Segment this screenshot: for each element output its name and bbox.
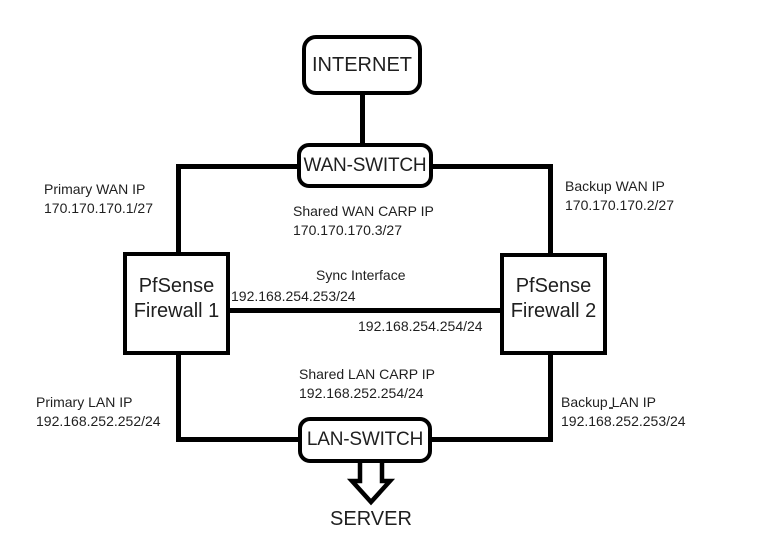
link-wanswitch-fw2-vertical — [548, 164, 553, 256]
sync-fw2-ip-value: 192.168.254.254/24 — [358, 318, 483, 334]
firewall2-label-line1: PfSense — [515, 275, 592, 297]
link-fw2-lanswitch-vertical — [548, 353, 553, 442]
link-internet-wanswitch — [360, 93, 365, 145]
sync-fw2-ip-label: 192.168.254.254/24 — [358, 317, 483, 336]
shared-lan-carp-value: 192.168.252.254/24 — [299, 385, 424, 401]
firewall2-node: PfSense Firewall 2 — [500, 253, 607, 355]
wan-switch-label: WAN-SWITCH — [303, 154, 427, 176]
primary-wan-ip-label: Primary WAN IP 170.170.170.1/27 — [44, 180, 153, 218]
internet-node: INTERNET — [302, 35, 422, 95]
primary-wan-ip-title: Primary WAN IP — [44, 181, 146, 197]
primary-wan-ip-value: 170.170.170.1/27 — [44, 200, 153, 216]
firewall1-label-line2: Firewall 1 — [133, 299, 220, 322]
firewall1-label-line1: PfSense — [138, 274, 215, 297]
lan-switch-label: LAN-SWITCH — [306, 429, 424, 450]
stray-mark — [609, 407, 613, 409]
primary-lan-ip-value: 192.168.252.252/24 — [36, 413, 161, 429]
link-fw2-lanswitch-horizontal — [430, 437, 553, 442]
link-fw1-lanswitch-vertical — [176, 353, 181, 442]
internet-label: INTERNET — [312, 53, 412, 76]
link-fw1-lanswitch-horizontal — [176, 437, 302, 442]
backup-wan-ip-title: Backup WAN IP — [565, 178, 665, 194]
shared-lan-carp-title: Shared LAN CARP IP — [299, 366, 435, 382]
server-label: SERVER — [330, 508, 412, 530]
sync-interface-label: Sync Interface — [316, 266, 406, 285]
backup-lan-ip-label: Backup LAN IP 192.168.252.253/24 — [561, 393, 686, 431]
firewall2-label-line2: Firewall 2 — [510, 300, 597, 322]
sync-fw1-ip-label: 192.168.254.253/24 — [231, 287, 356, 306]
link-wanswitch-fw1-horizontal — [176, 164, 301, 169]
shared-wan-carp-value: 170.170.170.3/27 — [293, 222, 402, 238]
link-sync-interface — [228, 308, 504, 313]
server-arrow-icon — [346, 456, 396, 506]
backup-lan-ip-value: 192.168.252.253/24 — [561, 413, 686, 429]
shared-wan-carp-title: Shared WAN CARP IP — [293, 203, 434, 219]
wan-switch-node: WAN-SWITCH — [297, 143, 433, 188]
sync-fw1-ip-value: 192.168.254.253/24 — [231, 288, 356, 304]
backup-lan-ip-title: Backup LAN IP — [561, 394, 656, 410]
link-wanswitch-fw2-horizontal — [429, 164, 553, 169]
backup-wan-ip-label: Backup WAN IP 170.170.170.2/27 — [565, 177, 674, 215]
lan-switch-node: LAN-SWITCH — [298, 417, 432, 463]
shared-wan-carp-ip-label: Shared WAN CARP IP 170.170.170.3/27 — [293, 202, 434, 240]
shared-lan-carp-ip-label: Shared LAN CARP IP 192.168.252.254/24 — [299, 365, 435, 403]
primary-lan-ip-title: Primary LAN IP — [36, 394, 133, 410]
primary-lan-ip-label: Primary LAN IP 192.168.252.252/24 — [36, 393, 161, 431]
backup-wan-ip-value: 170.170.170.2/27 — [565, 197, 674, 213]
sync-interface-title: Sync Interface — [316, 267, 406, 283]
firewall1-node: PfSense Firewall 1 — [123, 252, 230, 355]
link-wanswitch-fw1-vertical — [176, 164, 181, 254]
